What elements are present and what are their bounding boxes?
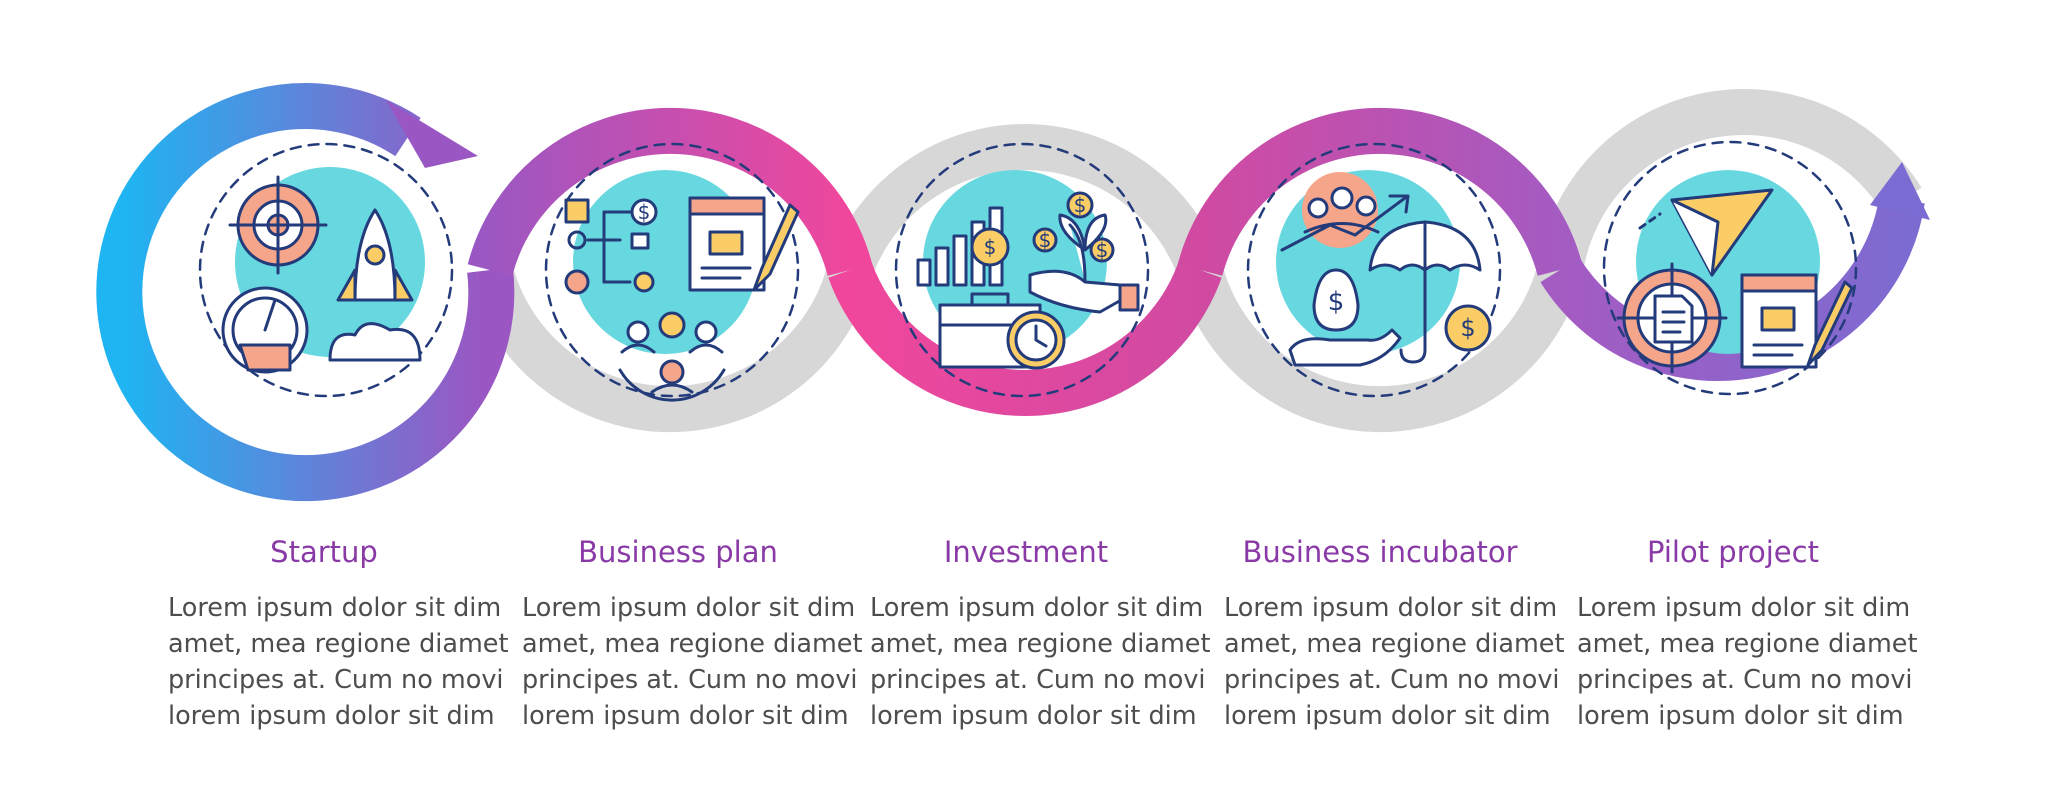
step-description: Lorem ipsum dolor sit dim amet, mea regi… xyxy=(1577,590,1918,734)
description-line: principes at. Cum no movi xyxy=(1224,665,1560,695)
step-3-icons xyxy=(894,142,1150,398)
dollar-icon: $ xyxy=(638,200,651,224)
people-growth-icon xyxy=(1280,172,1410,252)
step-caption-investment: Investment Lorem ipsum dolor sit dim ame… xyxy=(866,534,1211,734)
description-line: Lorem ipsum dolor sit dim xyxy=(522,593,856,623)
description-line: lorem ipsum dolor sit dim xyxy=(870,701,1197,731)
umbrella-coin-icon xyxy=(1368,220,1492,364)
description-line: lorem ipsum dolor sit dim xyxy=(1577,701,1904,731)
step-caption-business-incubator: Business incubator Lorem ipsum dolor sit… xyxy=(1220,534,1565,734)
step-title: Startup xyxy=(270,535,378,569)
description-line: Lorem ipsum dolor sit dim xyxy=(1577,593,1911,623)
dollar-icon: $ xyxy=(984,235,997,259)
description-line: Lorem ipsum dolor sit dim xyxy=(1224,593,1558,623)
description-line: principes at. Cum no movi xyxy=(168,665,504,695)
end-arrow-tip xyxy=(1870,162,1930,220)
dollar-icon: $ xyxy=(1328,287,1345,317)
step-title: Business plan xyxy=(578,535,778,569)
team-gear-icon xyxy=(618,311,726,402)
step-2-icons xyxy=(544,142,800,402)
step-description: Lorem ipsum dolor sit dim amet, mea regi… xyxy=(168,590,509,734)
target-document-icon xyxy=(1616,262,1728,374)
step-description: Lorem ipsum dolor sit dim amet, mea regi… xyxy=(522,590,863,734)
money-egg-hand-icon xyxy=(1288,268,1402,367)
step-title: Investment xyxy=(943,535,1109,569)
flowchart-icon xyxy=(564,198,658,295)
target-icon xyxy=(228,175,328,275)
step-caption-business-plan: Business plan Lorem ipsum dolor sit dim … xyxy=(518,534,863,734)
dollar-icon: $ xyxy=(1039,228,1052,252)
step-title: Pilot project xyxy=(1647,535,1819,569)
start-arrow-tip xyxy=(386,100,478,168)
speedometer-icon xyxy=(221,286,309,374)
notepad-chart-icon xyxy=(688,196,800,292)
step-1-icons xyxy=(198,142,454,398)
step-title: Business incubator xyxy=(1242,535,1518,569)
step-description: Lorem ipsum dolor sit dim amet, mea regi… xyxy=(870,590,1211,734)
step-5-icons xyxy=(1602,140,1858,396)
description-line: amet, mea regione diamet xyxy=(522,629,863,659)
description-line: principes at. Cum no movi xyxy=(1577,665,1913,695)
money-plant-hand-icon xyxy=(1028,191,1140,314)
dollar-icon: $ xyxy=(1460,314,1475,342)
step-4-icons xyxy=(1246,142,1502,398)
growth-bars-icon xyxy=(916,206,1010,287)
step-caption-pilot-project: Pilot project Lorem ipsum dolor sit dim … xyxy=(1573,534,1918,734)
description-line: amet, mea regione diamet xyxy=(1577,629,1918,659)
description-line: amet, mea regione diamet xyxy=(870,629,1211,659)
description-line: Lorem ipsum dolor sit dim xyxy=(168,593,502,623)
description-line: Lorem ipsum dolor sit dim xyxy=(870,593,1204,623)
description-line: lorem ipsum dolor sit dim xyxy=(1224,701,1551,731)
description-line: amet, mea regione diamet xyxy=(1224,629,1565,659)
description-line: lorem ipsum dolor sit dim xyxy=(168,701,495,731)
step-caption-startup: Startup Lorem ipsum dolor sit dim amet, … xyxy=(164,534,509,734)
step-description: Lorem ipsum dolor sit dim amet, mea regi… xyxy=(1224,590,1565,734)
description-line: principes at. Cum no movi xyxy=(522,665,858,695)
briefcase-clock-icon xyxy=(938,292,1066,370)
paper-plane-icon xyxy=(1638,188,1774,277)
dollar-icon: $ xyxy=(1074,193,1087,217)
dollar-icon: $ xyxy=(1096,238,1109,262)
rocket-icon xyxy=(328,208,422,362)
gray-rings xyxy=(467,88,1922,433)
notepad-chart-icon xyxy=(1740,273,1854,369)
dollar-symbols: $ $ $ $ $ $ $ xyxy=(638,193,1476,342)
description-line: lorem ipsum dolor sit dim xyxy=(522,701,849,731)
description-line: principes at. Cum no movi xyxy=(870,665,1206,695)
description-line: amet, mea regione diamet xyxy=(168,629,509,659)
